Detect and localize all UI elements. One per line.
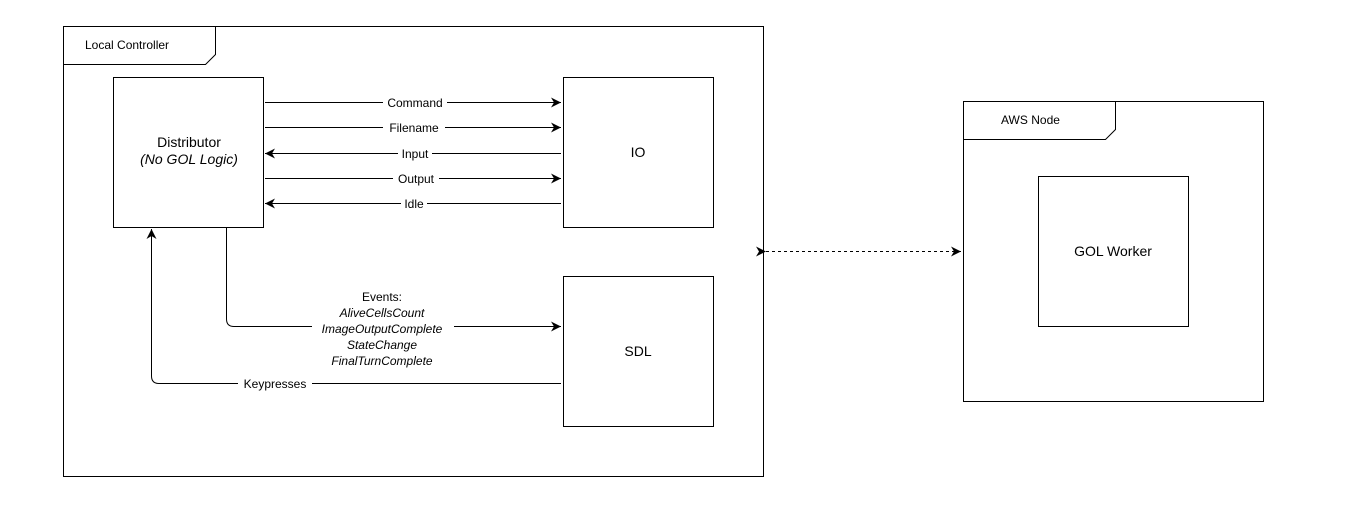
event-item-final-turn-complete: FinalTurnComplete	[331, 354, 432, 368]
input-arrow: Input	[265, 147, 561, 161]
event-item-image-output-complete: ImageOutputComplete	[322, 322, 443, 336]
event-item-state-change: StateChange	[347, 338, 417, 352]
keypresses-label: Keypresses	[244, 377, 307, 391]
gol-worker-title: GOL Worker	[1074, 243, 1152, 259]
local-controller-title: Local Controller	[85, 38, 169, 52]
keypresses-arrow: Keypresses	[146, 229, 561, 391]
io-box: IO	[563, 77, 714, 228]
gol-worker-box: GOL Worker	[1038, 176, 1189, 327]
filename-arrow: Filename	[265, 121, 561, 135]
idle-arrow: Idle	[265, 197, 561, 211]
output-label: Output	[398, 172, 435, 186]
input-label: Input	[402, 147, 429, 161]
events-arrow: Events: AliveCellsCount ImageOutputCompl…	[226, 228, 561, 370]
command-label: Command	[387, 96, 442, 110]
sdl-title: SDL	[624, 343, 651, 359]
distributor-subtitle: (No GOL Logic)	[140, 151, 238, 167]
filename-label: Filename	[389, 121, 439, 135]
output-arrow: Output	[265, 172, 561, 186]
aws-node-title: AWS Node	[1001, 113, 1060, 127]
distributor-box: Distributor (No GOL Logic)	[113, 77, 264, 228]
distributor-title: Distributor	[157, 134, 221, 150]
idle-label: Idle	[404, 197, 424, 211]
io-title: IO	[631, 144, 646, 160]
sdl-box: SDL	[563, 276, 714, 427]
events-header: Events:	[362, 290, 402, 304]
command-arrow: Command	[265, 96, 561, 110]
event-item-alive-cells-count: AliveCellsCount	[339, 306, 425, 320]
